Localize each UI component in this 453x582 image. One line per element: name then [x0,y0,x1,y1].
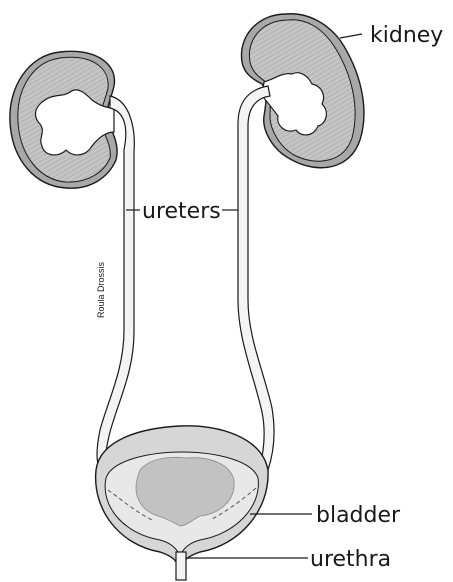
bladder-label: bladder [316,503,401,528]
bladder [96,426,268,580]
ureters-label: ureters [142,199,221,224]
urethra-tube [176,552,186,580]
kidney-leader-line [340,34,362,38]
right-ureter [238,86,274,470]
kidney-label: kidney [370,23,443,48]
urethra-label: urethra [310,547,391,572]
left-kidney [10,51,134,470]
right-kidney [238,14,364,470]
artist-credit: Roula Drossis [96,261,106,318]
